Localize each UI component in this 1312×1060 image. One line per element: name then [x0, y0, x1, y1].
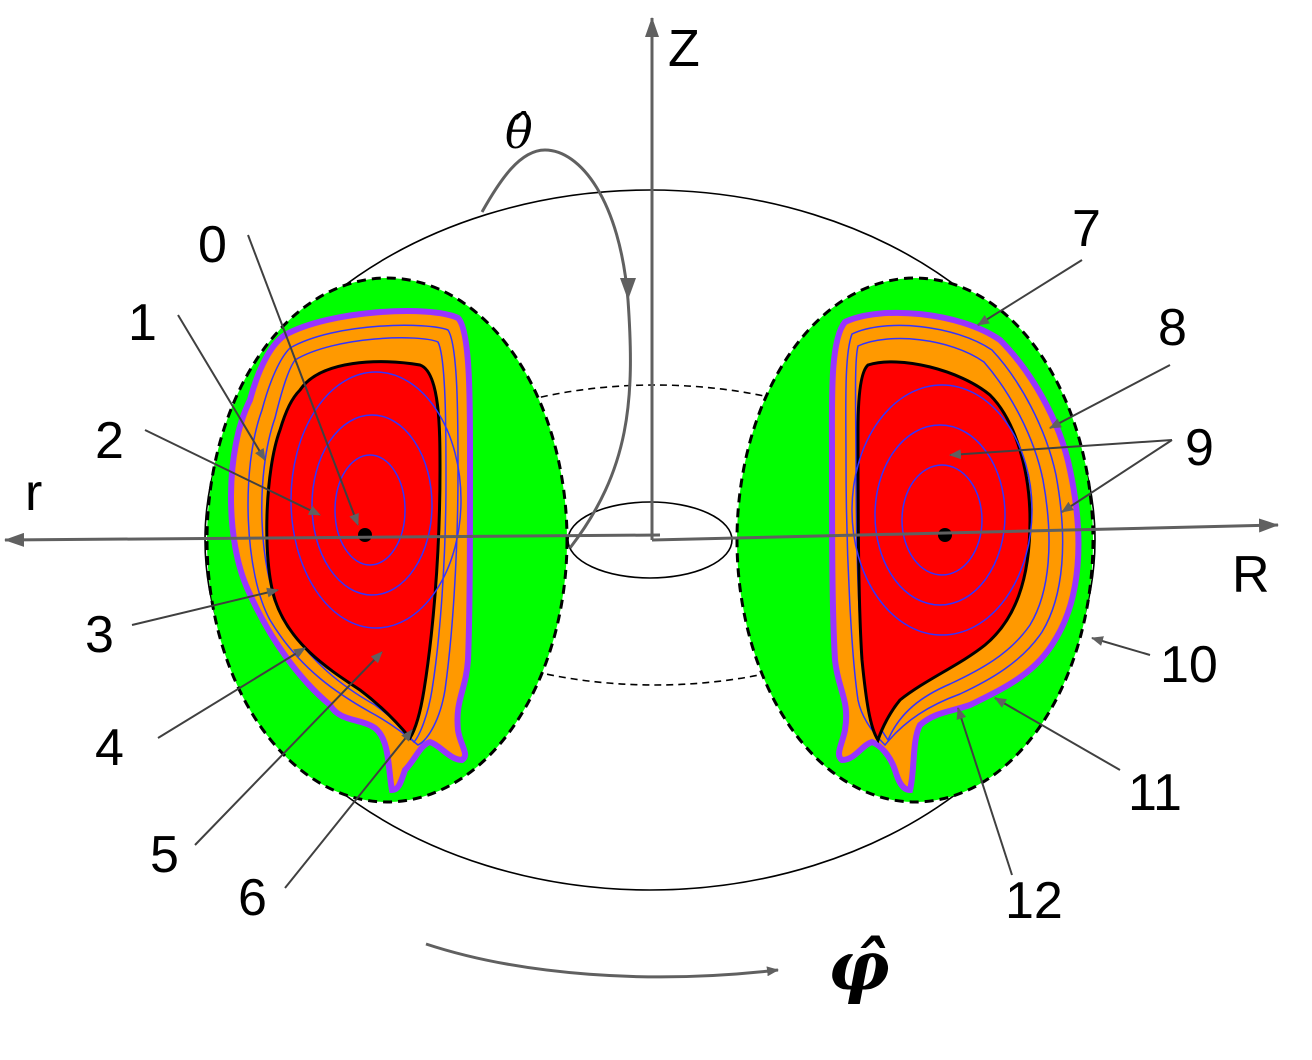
- leader-5: [194, 651, 383, 846]
- leader-10: [1091, 636, 1151, 656]
- leader-6: [284, 729, 413, 889]
- right-flux-surface-1: [901, 464, 983, 576]
- leader-3: [131, 587, 279, 626]
- leader-8: [1049, 364, 1171, 429]
- callout-3: 3: [85, 606, 114, 664]
- r-minor-axis-label: r: [25, 464, 42, 522]
- callout-0: 0: [198, 216, 227, 274]
- right-pedestal-flux-line-outer: [845, 324, 1064, 747]
- left-magnetic-axis-dot: [358, 528, 372, 542]
- toroidal-direction-arrow: [425, 942, 779, 979]
- leader-0: [247, 234, 359, 526]
- callout-2: 2: [95, 412, 124, 470]
- right-pedestal-flux-line-inner: [854, 337, 1050, 742]
- callout-11: 11: [1128, 764, 1182, 822]
- torus-outer-outline: [204, 189, 1096, 891]
- z-axis-label: Z: [668, 20, 700, 78]
- callout-4: 4: [95, 719, 124, 777]
- callout-9: 9: [1185, 419, 1214, 477]
- right-poloidal-cross-section: [735, 276, 1095, 804]
- leader-9b: [1061, 439, 1173, 513]
- leader-4: [157, 647, 306, 739]
- callout-leader-lines: [131, 234, 1173, 889]
- right-flux-surface-3: [851, 384, 1033, 636]
- left-poloidal-cross-section: [205, 276, 569, 804]
- r-axis-arrow: [651, 518, 1279, 542]
- callout-6: 6: [238, 869, 267, 927]
- right-core-region: [856, 360, 1032, 744]
- callout-1: 1: [128, 294, 157, 352]
- leader-2: [144, 429, 321, 516]
- left-pedestal-flux-line-inner: [261, 337, 447, 744]
- callout-8: 8: [1158, 299, 1187, 357]
- right-magnetic-axis-dot: [938, 528, 952, 542]
- right-flux-surface-2: [874, 424, 1006, 606]
- poloidal-arrowhead: [620, 278, 636, 300]
- leader-1: [177, 314, 266, 461]
- minor-radius-axis-arrow: [4, 532, 661, 547]
- toroidal-phi-label: φ̂: [828, 927, 890, 1007]
- left-pedestal-flux-line-outer: [247, 324, 459, 746]
- leader-9a: [949, 439, 1173, 460]
- left-flux-surface-1: [311, 414, 433, 596]
- leader-12: [956, 707, 1013, 876]
- callout-5: 5: [150, 826, 179, 884]
- leader-11: [994, 697, 1121, 771]
- r-major-axis-label: R: [1232, 546, 1270, 604]
- left-flux-surface-2: [334, 454, 406, 566]
- poloidal-direction-arrow: [480, 148, 632, 549]
- leader-7: [977, 259, 1083, 326]
- callout-7: 7: [1072, 200, 1101, 258]
- callout-12: 12: [1005, 872, 1063, 930]
- callout-10: 10: [1160, 636, 1218, 694]
- poloidal-theta-label: θ̂: [505, 105, 533, 159]
